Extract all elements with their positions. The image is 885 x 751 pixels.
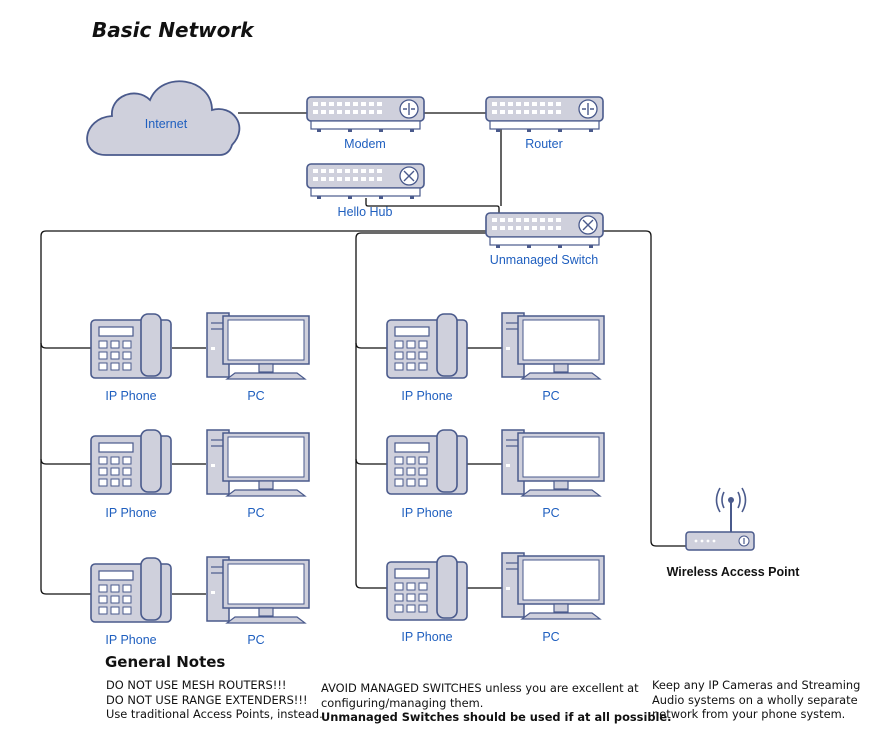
ip-phone-label: IP Phone: [401, 506, 452, 520]
router-icon: [485, 96, 604, 132]
ip-phone-label: IP Phone: [105, 506, 156, 520]
ip-phone-label: IP Phone: [105, 633, 156, 647]
connection-line: [365, 198, 500, 213]
note-line: Use traditional Access Points, instead.: [106, 707, 323, 721]
pc-label: PC: [542, 506, 559, 520]
pc-label: PC: [247, 633, 264, 647]
pc-icon: [206, 556, 310, 624]
ip-phone-icon: [90, 557, 172, 623]
modem-icon: [306, 96, 425, 132]
diagram-title: Basic Network: [92, 18, 254, 42]
ip-phone-icon: [90, 429, 172, 495]
pc-icon: [501, 312, 605, 380]
pc-icon: [501, 552, 605, 620]
pc-label: PC: [247, 506, 264, 520]
wap-label: Wireless Access Point: [667, 565, 801, 579]
router-label: Router: [525, 137, 563, 151]
connection-line: [355, 232, 486, 589]
ip-phone-label: IP Phone: [401, 389, 452, 403]
pc-label: PC: [542, 630, 559, 644]
switch-icon: [485, 212, 604, 248]
connection-line: [355, 342, 387, 349]
note-line: configuring/managing them.: [321, 695, 484, 710]
note-line: AVOID MANAGED SWITCHES unless you are ex…: [321, 681, 639, 695]
connection-line: [40, 342, 92, 349]
notes-column-3: Keep any IP Cameras and Streaming Audio …: [652, 678, 860, 722]
notes-column-1: DO NOT USE MESH ROUTERS!!! DO NOT USE RA…: [106, 678, 323, 722]
pc-label: PC: [542, 389, 559, 403]
note-line: DO NOT USE RANGE EXTENDERS!!!: [106, 692, 308, 707]
ip-phone-icon: [386, 429, 468, 495]
ip-phone-icon: [386, 555, 468, 621]
connection-line: [600, 230, 686, 547]
switch-label: Unmanaged Switch: [490, 253, 598, 267]
note-line-bold: Unmanaged Switches should be used if at …: [321, 710, 672, 724]
connection-lines: [40, 112, 686, 595]
connection-line: [40, 230, 486, 595]
note-line: DO NOT USE MESH ROUTERS!!!: [106, 678, 287, 692]
ip-phone-label: IP Phone: [401, 630, 452, 644]
hub-icon: [306, 163, 425, 199]
connection-line: [40, 458, 92, 465]
note-line: network from your phone system.: [652, 707, 846, 721]
pc-icon: [501, 429, 605, 497]
note-line: Audio systems on a wholly separate: [652, 692, 858, 707]
pc-icon: [206, 312, 310, 380]
modem-label: Modem: [344, 137, 386, 151]
pc-icon: [206, 429, 310, 497]
internet-label: Internet: [145, 117, 188, 131]
note-line: Keep any IP Cameras and Streaming: [652, 678, 861, 692]
connection-line: [355, 458, 387, 465]
notes-title: General Notes: [105, 653, 226, 671]
hub-label: Hello Hub: [338, 205, 393, 219]
ip-phone-icon: [90, 313, 172, 379]
pc-label: PC: [247, 389, 264, 403]
cloud-icon: Internet: [86, 80, 241, 156]
wireless-router-icon: Wireless Access Point: [667, 487, 801, 579]
ip-phone-label: IP Phone: [105, 389, 156, 403]
notes-column-2: AVOID MANAGED SWITCHES unless you are ex…: [321, 681, 671, 725]
ip-phone-icon: [386, 313, 468, 379]
